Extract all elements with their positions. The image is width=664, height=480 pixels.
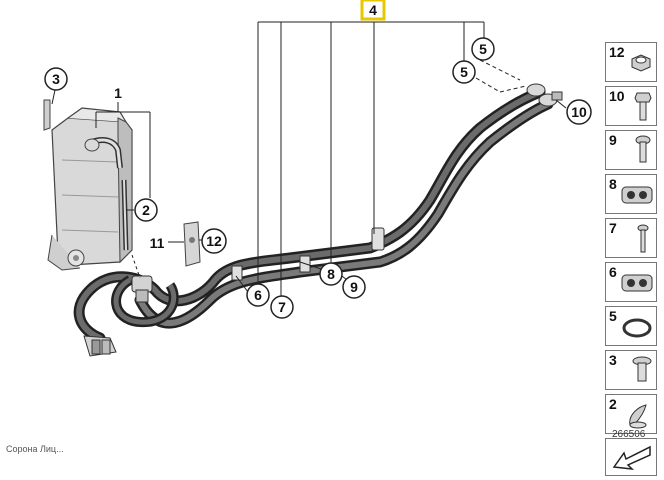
- svg-text:6: 6: [254, 287, 262, 303]
- callout-10[interactable]: 10: [566, 99, 592, 125]
- callout-2[interactable]: 2: [134, 198, 158, 222]
- pointer-arrow-tile[interactable]: [605, 438, 657, 476]
- svg-text:4: 4: [369, 2, 377, 18]
- oil-cooler: [43, 99, 133, 271]
- leader-lines: [51, 21, 567, 296]
- callout-4[interactable]: 4: [360, 0, 386, 21]
- part-tile-9[interactable]: 9: [605, 130, 657, 170]
- hose-fitting: [131, 275, 153, 303]
- pipe-clamp-icon: [621, 186, 653, 204]
- part-number: 9: [609, 132, 617, 148]
- callout-5-top[interactable]: 5: [471, 37, 495, 61]
- svg-text:7: 7: [278, 299, 286, 315]
- part-tile-6[interactable]: 6: [605, 262, 657, 302]
- screw-icon: [635, 135, 651, 163]
- svg-text:3: 3: [52, 71, 60, 87]
- callout-5-lower[interactable]: 5: [452, 60, 476, 84]
- callout-7[interactable]: 7: [270, 295, 294, 319]
- callout-11[interactable]: 11: [150, 235, 165, 251]
- callout-12[interactable]: 12: [201, 228, 227, 254]
- pipe-clamp-icon: [621, 274, 653, 292]
- part-number: 2: [609, 396, 617, 412]
- part-tile-10[interactable]: 10: [605, 86, 657, 126]
- svg-text:8: 8: [327, 266, 335, 282]
- svg-text:12: 12: [206, 233, 222, 249]
- part-tile-5[interactable]: 5: [605, 306, 657, 346]
- part-number: 10: [609, 88, 625, 104]
- callout-1[interactable]: 1: [114, 85, 122, 101]
- part-number: 7: [609, 220, 617, 236]
- part-tile-3[interactable]: 3: [605, 350, 657, 390]
- part-number: 3: [609, 352, 617, 368]
- svg-text:9: 9: [350, 279, 358, 295]
- diagram-id: 266506: [612, 429, 646, 440]
- hex-bolt-icon: [634, 92, 652, 121]
- spring-clip-icon: [629, 404, 647, 429]
- svg-text:5: 5: [460, 64, 468, 80]
- part-tile-7[interactable]: 7: [605, 218, 657, 258]
- oil-cooler-lines: [73, 83, 563, 357]
- svg-text:2: 2: [142, 202, 150, 218]
- oil-cooler-diagram: 4 1 3 2 5 5 10 11 12 6 7 8: [43, 0, 592, 357]
- svg-text:11: 11: [150, 235, 165, 251]
- part-number: 12: [609, 44, 625, 60]
- line-clamp: [231, 265, 243, 281]
- svg-text:10: 10: [571, 104, 587, 120]
- callout-6[interactable]: 6: [246, 283, 270, 307]
- part-number: 5: [609, 308, 617, 324]
- line-clamp: [371, 227, 385, 251]
- part-tile-12[interactable]: 12: [605, 42, 657, 82]
- callout-9[interactable]: 9: [342, 275, 366, 299]
- callout-3[interactable]: 3: [44, 67, 68, 91]
- flange-screw-icon: [632, 356, 652, 382]
- svg-text:1: 1: [114, 85, 122, 101]
- part-number: 6: [609, 264, 617, 280]
- callout-8[interactable]: 8: [319, 262, 343, 286]
- part-tile-8[interactable]: 8: [605, 174, 657, 214]
- line-end-fitting: [526, 83, 563, 107]
- footer-note: Сорона Лиц...: [6, 444, 64, 454]
- part-number: 8: [609, 176, 617, 192]
- pointer-arrow-icon: [612, 445, 651, 470]
- parts-legend-panel: 12 10 9 8 7 6: [605, 42, 659, 480]
- part-tile-2[interactable]: 2: [605, 394, 657, 434]
- hex-nut-icon: [631, 54, 651, 72]
- o-ring-icon: [622, 318, 652, 338]
- hose-end-connector: [83, 335, 117, 357]
- screw-icon: [637, 224, 649, 253]
- mounting-bracket: [183, 221, 201, 267]
- svg-text:5: 5: [479, 41, 487, 57]
